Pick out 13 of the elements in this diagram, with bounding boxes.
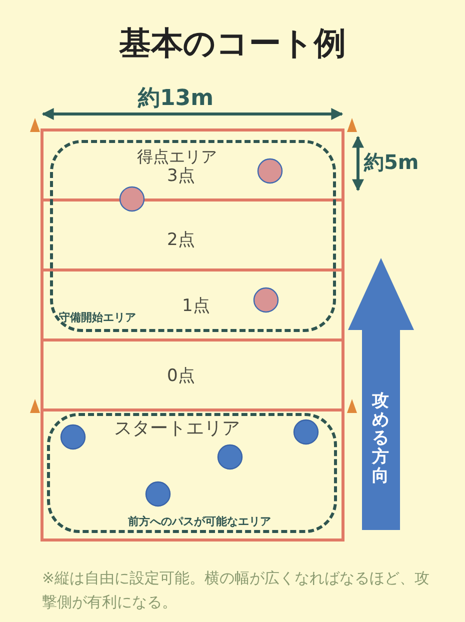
caption: ※縦は自由に設定可能。横の幅が広くなればなるほど、攻撃側が有利になる。	[42, 568, 431, 613]
zone-label: 0点	[167, 365, 195, 387]
dimension-label: 約5m	[364, 149, 419, 176]
zone-label: 得点エリア	[137, 147, 217, 167]
title: 基本のコート例	[118, 23, 347, 64]
area-note: 前方へのパスが可能なエリア	[128, 514, 271, 529]
zone-label: 3点	[167, 165, 195, 187]
zone-label: 1点	[182, 295, 210, 317]
zone-label: スタートエリア	[114, 417, 240, 440]
area-note: 守備開始エリア	[59, 310, 136, 325]
dimension-label: 約13m	[138, 85, 214, 113]
direction-label: 攻める方向	[372, 392, 389, 486]
zone-label: 2点	[167, 229, 195, 251]
